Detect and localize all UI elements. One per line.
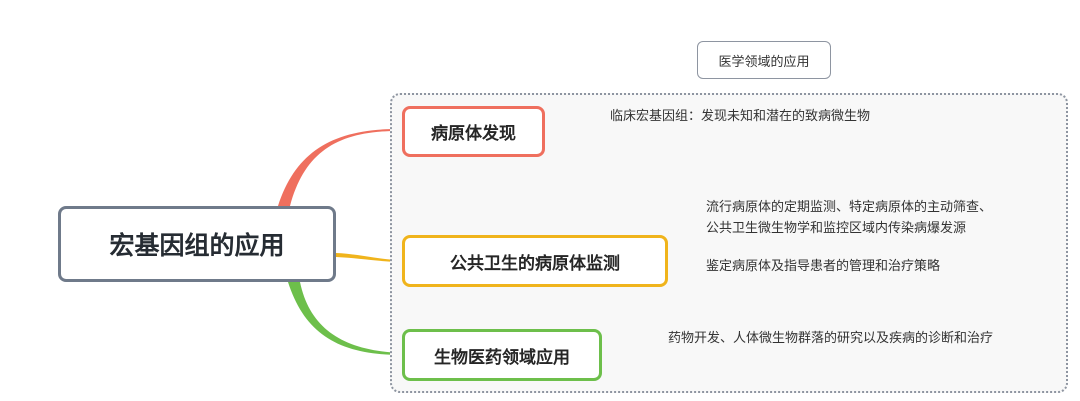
leaf-clinical-metagenomics[interactable]: 临床宏基因组：发现未知和潜在的致病微生物	[610, 109, 871, 124]
connector-root-to-pathogen-discovery	[278, 128, 402, 206]
connector-root-to-public-health	[336, 253, 402, 262]
topic-public-health-monitoring[interactable]: 公共卫生的病原体监测	[402, 235, 668, 287]
leaf-epidemic-monitoring-line-2: 公共卫生微生物学和监控区域内传染病爆发源	[706, 221, 967, 236]
leaf-epidemic-monitoring-line-1: 流行病原体的定期监测、特定病原体的主动筛查、	[706, 200, 993, 215]
topic-biomedicine-application[interactable]: 生物医药领域应用	[402, 329, 602, 381]
leaf-pathogen-identification[interactable]: 鉴定病原体及指导患者的管理和治疗策略	[706, 259, 941, 274]
connector-root-to-biomedicine	[288, 282, 402, 355]
leaf-drug-development[interactable]: 药物开发、人体微生物群落的研究以及疾病的诊断和治疗	[668, 331, 994, 346]
topic-pathogen-discovery[interactable]: 病原体发现	[402, 106, 545, 157]
root-topic[interactable]: 宏基因组的应用	[58, 206, 336, 282]
group-callout-label[interactable]: 医学领域的应用	[697, 41, 831, 79]
leaf-epidemic-monitoring[interactable]: 流行病原体的定期监测、特定病原体的主动筛查、 公共卫生微生物学和监控区域内传染病…	[706, 197, 992, 239]
